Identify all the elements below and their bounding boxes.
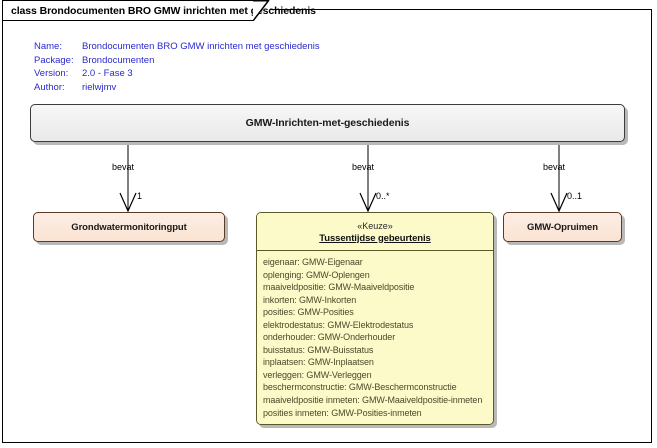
main-class-title: GMW-Inrichten-met-geschiedenis	[245, 117, 410, 129]
connector-label-center: bevat	[352, 162, 375, 172]
attribute-item: onderhouder: GMW-Onderhouder	[263, 332, 396, 343]
attribute-item: beschermconstructie: GMW-Beschermconstru…	[263, 382, 457, 393]
attribute-list: eigenaar: GMW-Eigenaar oplenging: GMW-Op…	[257, 251, 493, 424]
connector-label-right: bevat	[543, 162, 566, 172]
metadata-value-version: 2.0 - Fase 3	[82, 68, 133, 80]
connector-multiplicity-right: 0..1	[567, 191, 583, 201]
attribute-item: buisstatus: GMW-Buisstatus	[263, 344, 374, 355]
diagram-title-tab: class Brondocumenten BRO GMW inrichten m…	[2, 0, 316, 21]
attribute-item: maaiveldpositie: GMW-Maaiveldpositie	[263, 282, 415, 293]
attribute-item: eigenaar: GMW-Eigenaar	[263, 257, 363, 267]
attribute-item: oplenging: GMW-Oplengen	[263, 269, 370, 280]
metadata-row-author: Author: rielwjmv	[34, 81, 320, 95]
center-class-stereotype: «Keuze»	[357, 220, 393, 231]
metadata-key-package: Package:	[34, 54, 74, 66]
diagram-metadata: Name: Brondocumenten BRO GMW inrichten m…	[34, 40, 320, 94]
metadata-value-name: Brondocumenten BRO GMW inrichten met ges…	[82, 41, 320, 52]
metadata-key-version: Version:	[34, 68, 69, 80]
attribute-item: posities: GMW-Posities	[263, 307, 354, 318]
attribute-item: verleggen: GMW-Verleggen	[263, 369, 372, 380]
metadata-row-package: Package: Brondocumenten	[34, 54, 320, 68]
center-class-header: «Keuze» Tussentijdse gebeurtenis	[257, 213, 493, 251]
class-node-tussentijdse-gebeurtenis[interactable]: «Keuze» Tussentijdse gebeurtenis eigenaa…	[256, 212, 494, 425]
class-node-grondwatermonitoringput[interactable]: Grondwatermonitoringput	[33, 212, 225, 242]
connector-label-left: bevat	[112, 162, 135, 172]
connector-multiplicity-left: 1	[137, 191, 143, 201]
connector-multiplicity-center: 0..*	[376, 191, 390, 201]
diagram-title-text: class Brondocumenten BRO GMW inrichten m…	[11, 4, 316, 17]
class-node-gmw-inrichten-met-geschiedenis[interactable]: GMW-Inrichten-met-geschiedenis	[30, 104, 625, 142]
attribute-item: elektrodestatus: GMW-Elektrodestatus	[263, 319, 414, 330]
metadata-value-author: rielwjmv	[82, 81, 117, 93]
metadata-key-name: Name:	[34, 41, 62, 52]
attribute-item: maaiveldpositie inmeten: GMW-Maaiveldpos…	[263, 395, 483, 406]
metadata-key-author: Author:	[34, 81, 65, 93]
tab-corner-icon	[253, 0, 270, 21]
right-class-title: GMW-Opruimen	[527, 221, 598, 233]
attribute-item: inplaatsen: GMW-Inplaatsen	[263, 357, 374, 368]
metadata-value-package: Brondocumenten	[82, 54, 155, 66]
attribute-item: inkorten: GMW-Inkorten	[263, 294, 357, 305]
metadata-row-name: Name: Brondocumenten BRO GMW inrichten m…	[34, 40, 320, 54]
metadata-row-version: Version: 2.0 - Fase 3	[34, 67, 320, 81]
class-node-gmw-opruimen[interactable]: GMW-Opruimen	[503, 212, 622, 242]
attribute-item: posities inmeten: GMW-Posities-inmeten	[263, 407, 422, 418]
center-class-title: Tussentijdse gebeurtenis	[319, 232, 431, 244]
left-class-title: Grondwatermonitoringput	[71, 221, 187, 233]
